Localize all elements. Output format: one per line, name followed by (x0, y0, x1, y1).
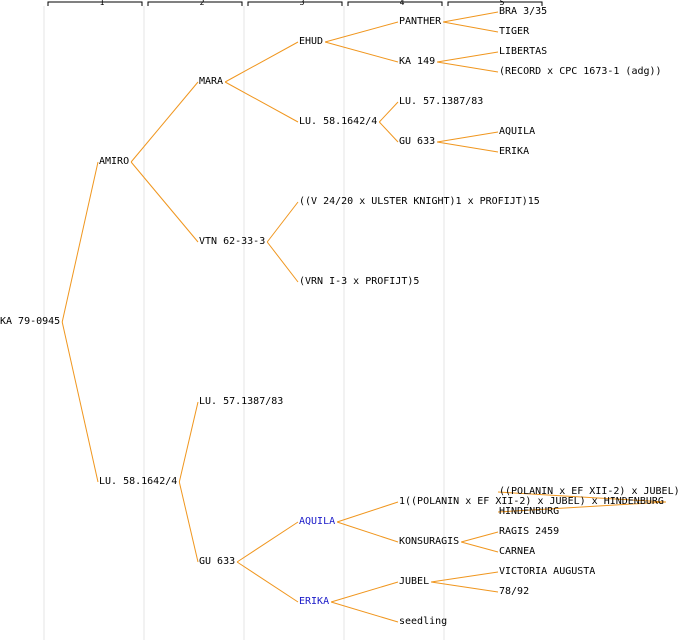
edge-g2d-g3e (236, 521, 299, 563)
edge-g4f-g5j (461, 541, 499, 553)
edge-g2b-g3c (266, 201, 299, 243)
edge-g4g-g5l (431, 581, 499, 593)
edge-root-g1b (61, 321, 99, 483)
node-hindenburg[interactable]: HINDENBURG (499, 506, 560, 517)
edge-g3e-g4e (336, 501, 399, 523)
node-amiro[interactable]: AMIRO (99, 156, 130, 167)
node-lu-57-1387-83[interactable]: LU. 57.1387/83 (199, 396, 284, 407)
node-aquila-g5[interactable]: AQUILA (499, 126, 536, 137)
edge-g3e-g4f (336, 521, 399, 543)
node-lu-58-1642-4[interactable]: LU. 58.1642/4 (99, 476, 178, 487)
edge-g2a-g3b (224, 81, 299, 123)
node-gu-633[interactable]: GU 633 (199, 556, 236, 567)
node-mara[interactable]: MARA (199, 76, 224, 87)
node-root[interactable]: KA 79-0945 (0, 316, 61, 327)
edge-g3b-g4c (378, 101, 399, 123)
node-konsuragis[interactable]: KONSURAGIS (399, 536, 460, 547)
node-panther[interactable]: PANTHER (399, 16, 442, 27)
edge-root-g1a (61, 161, 99, 323)
edge-g3f-g4g (330, 581, 399, 603)
edge-g2a-g3a (224, 41, 299, 83)
node-vrn-profijt[interactable]: (VRN I-3 x PROFIJT)5 (299, 276, 420, 287)
edge-g4d-g5f (437, 141, 499, 153)
generation-bracket-3 (247, 1, 343, 6)
node-seedling[interactable]: seedling (399, 616, 448, 627)
node-ragis-2459[interactable]: RAGIS 2459 (499, 526, 560, 537)
edge-g3a-g4b (324, 41, 399, 63)
edge-g2b-g3d (266, 241, 299, 283)
edge-g4a-g5a (443, 11, 499, 23)
edge-g4d-g5e (437, 131, 499, 143)
generation-bracket-4 (347, 1, 443, 6)
node-lu-58-1642-4-g3[interactable]: LU. 58.1642/4 (299, 116, 378, 127)
node-ka-149[interactable]: KA 149 (399, 56, 436, 67)
edge-g4b-g5d (437, 61, 499, 73)
generation-bracket-1 (47, 1, 143, 6)
generation-bracket-2 (147, 1, 243, 6)
node-erika-g5[interactable]: ERIKA (499, 146, 530, 157)
generation-label-1: 1 (99, 0, 105, 7)
node-libertas[interactable]: LIBERTAS (499, 46, 548, 57)
edge-g3f-g4h (330, 601, 399, 623)
edge-g2d-g3f (236, 561, 299, 603)
node-tiger[interactable]: TIGER (499, 26, 530, 37)
node-78-92[interactable]: 78/92 (499, 586, 530, 597)
edge-g4e-g5h (497, 501, 666, 513)
generation-label-3: 3 (299, 0, 305, 7)
node-v24-ulster-profijt[interactable]: ((V 24/20 x ULSTER KNIGHT)1 x PROFIJT)15 (299, 196, 540, 207)
edge-g4f-g5i (461, 531, 499, 543)
node-gu-633-g4[interactable]: GU 633 (399, 136, 436, 147)
edge-g1b-g2d (178, 481, 199, 563)
edge-g3a-g4a (324, 21, 399, 43)
node-lu-57-1387-83-g4[interactable]: LU. 57.1387/83 (399, 96, 484, 107)
node-polanin-jubel[interactable]: ((POLANIN x EF XII-2) x JUBEL) (499, 486, 680, 497)
node-record-cpc[interactable]: (RECORD x CPC 1673-1 (adg)) (499, 66, 662, 77)
node-jubel[interactable]: JUBEL (399, 576, 430, 587)
edge-g1a-g2b (130, 161, 199, 243)
node-aquila[interactable]: AQUILA (299, 516, 336, 527)
edge-g4g-g5k (431, 571, 499, 583)
generation-bracket-5 (447, 1, 543, 6)
edge-g1b-g2c (178, 401, 199, 483)
node-bra-3-35[interactable]: BRA 3/35 (499, 6, 548, 17)
node-erika[interactable]: ERIKA (299, 596, 330, 607)
generation-label-4: 4 (399, 0, 405, 7)
node-ehud[interactable]: EHUD (299, 36, 324, 47)
node-polanin-jubel-hindenburg[interactable]: 1((POLANIN x EF XII-2) x JUBEL) x HINDEN… (399, 496, 664, 507)
node-carnea[interactable]: CARNEA (499, 546, 536, 557)
edge-g3b-g4d (378, 121, 399, 143)
node-victoria-augusta[interactable]: VICTORIA AUGUSTA (499, 566, 596, 577)
edge-g1a-g2a (130, 81, 199, 163)
edge-g4b-g5c (437, 51, 499, 63)
generation-label-2: 2 (199, 0, 205, 7)
edge-g4e-g5g (497, 491, 666, 503)
edge-g4a-g5b (443, 21, 499, 33)
generation-label-5: 5 (499, 0, 505, 7)
node-vtn-62-33-3[interactable]: VTN 62-33-3 (199, 236, 266, 247)
